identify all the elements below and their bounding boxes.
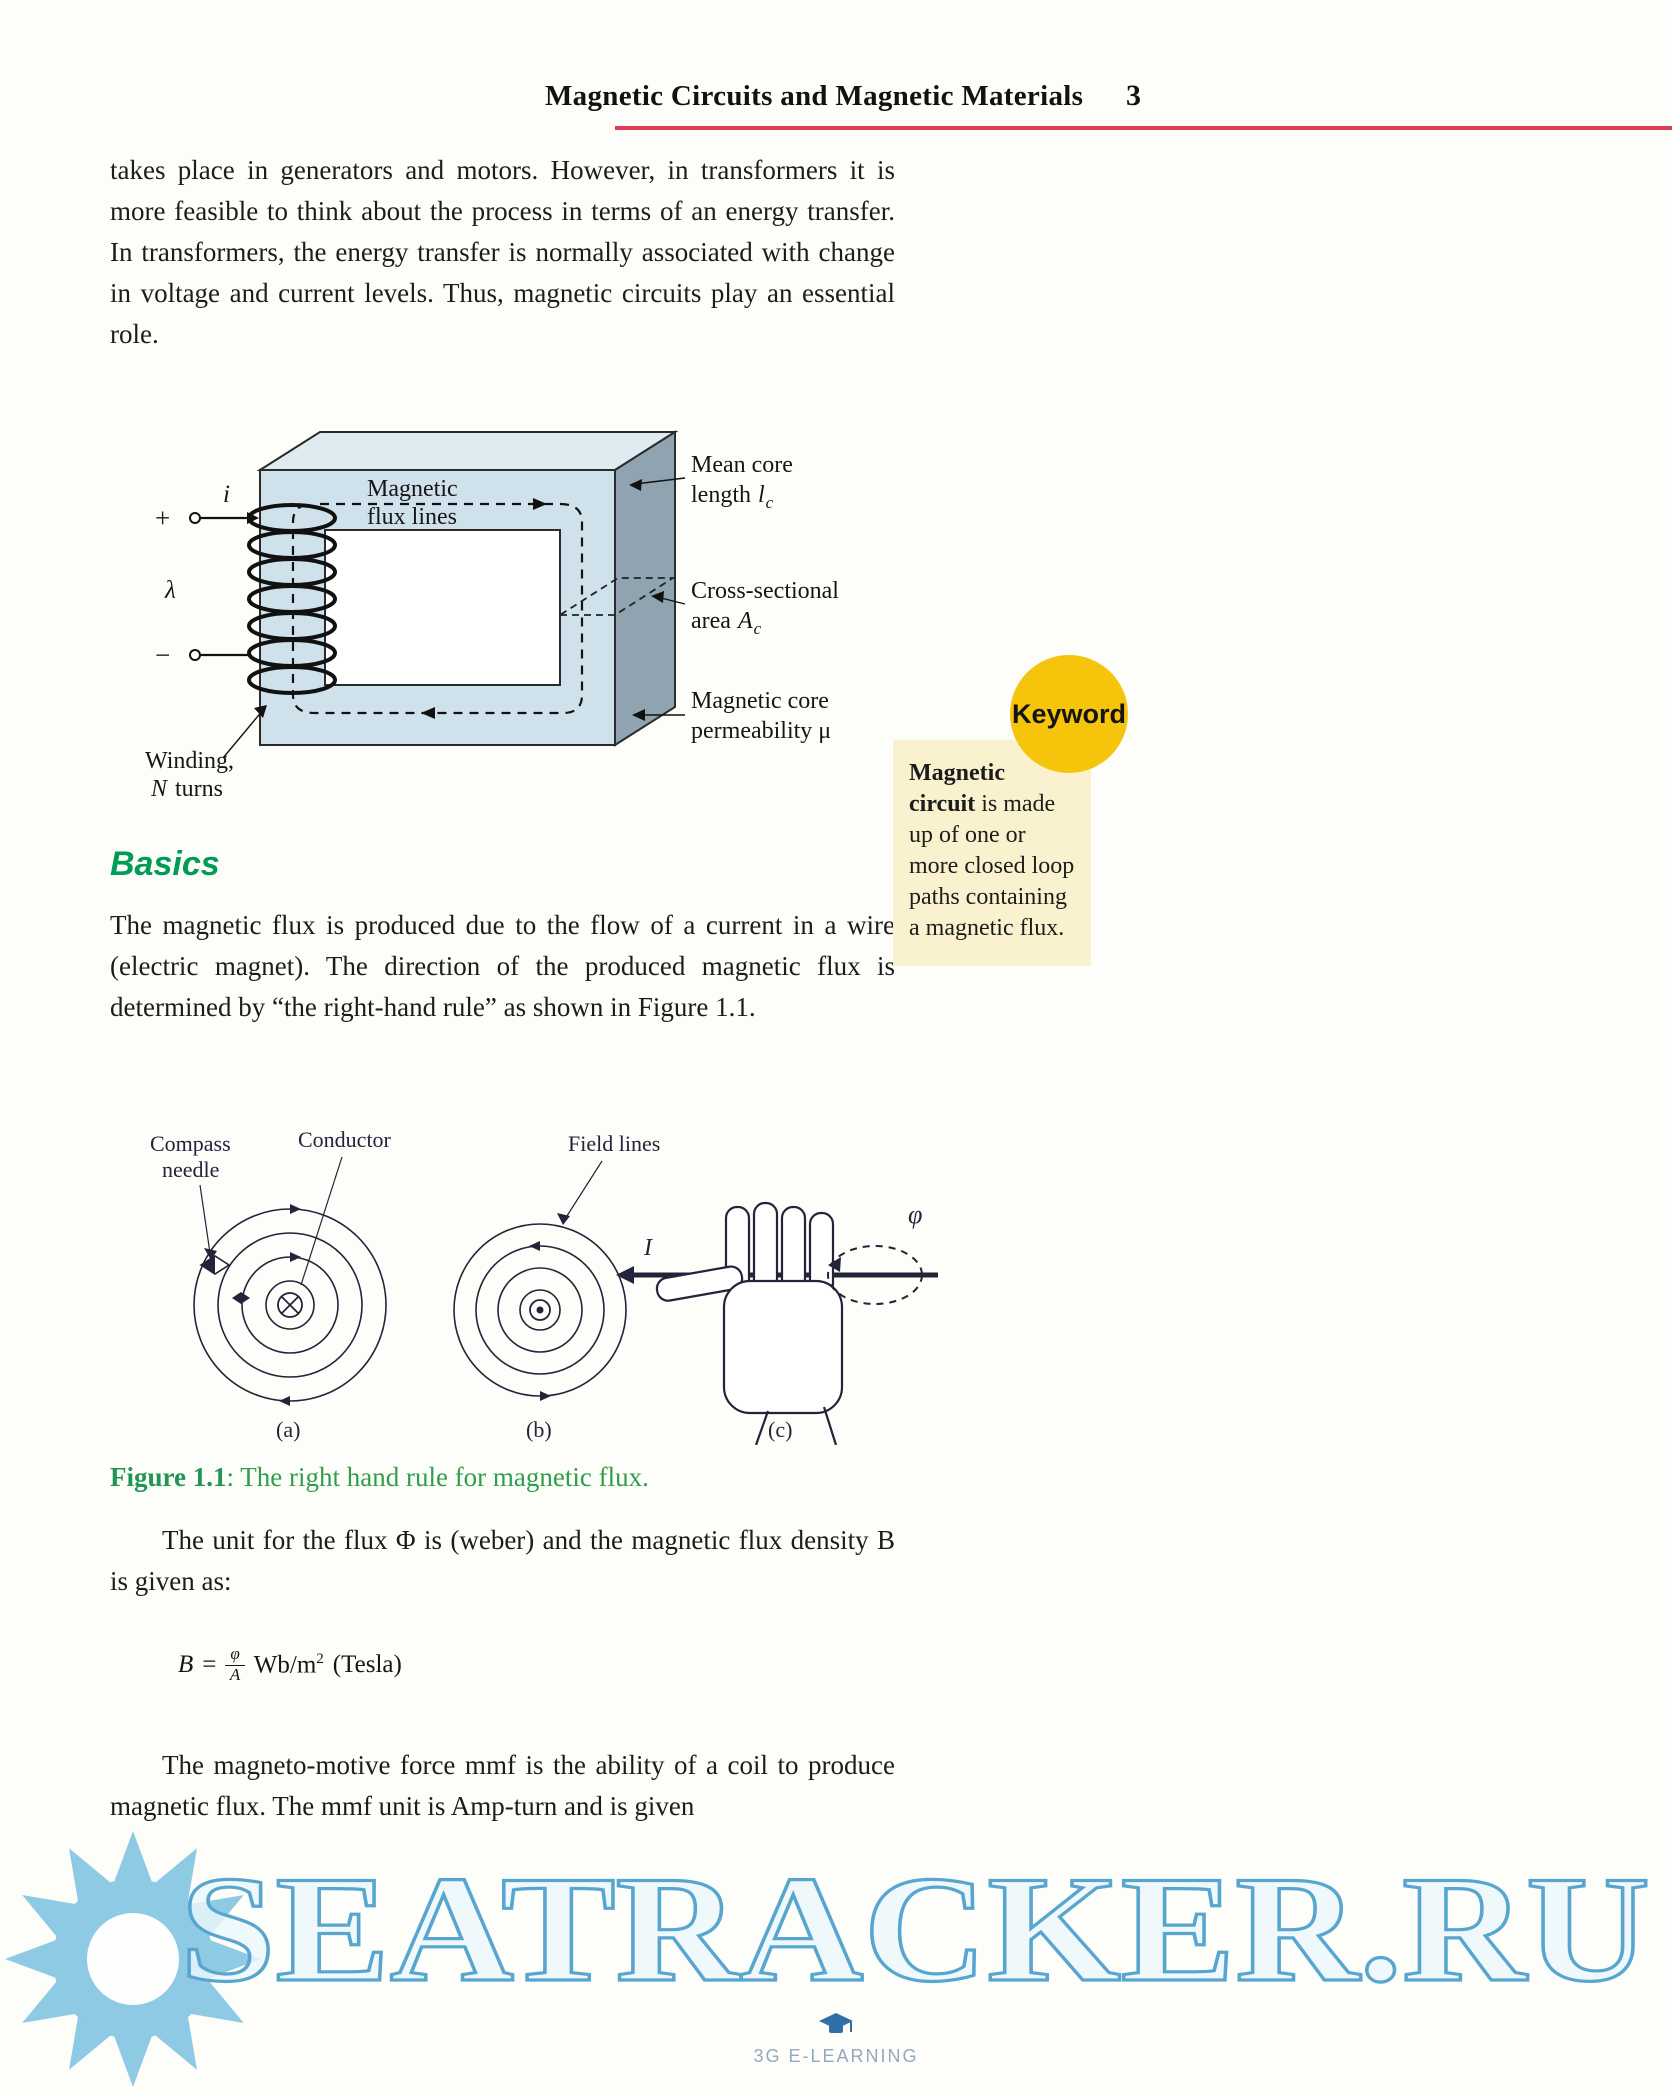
compass-label-2: needle: [162, 1157, 219, 1182]
keyword-badge-label: Keyword: [1011, 698, 1127, 729]
field-lines-arrowhead: [557, 1213, 570, 1225]
cross-section-slice: [556, 577, 677, 616]
section-heading-basics: Basics: [110, 845, 220, 883]
publisher-logo: 3G E-LEARNING: [751, 2012, 921, 2067]
watermark-sun-icon: [5, 1831, 261, 2087]
subfigure-b-label: (b): [526, 1417, 552, 1442]
flux-ellipse-arrowhead: [828, 1257, 841, 1272]
graduation-cap-icon: [819, 2013, 853, 2033]
current-symbol: i: [223, 481, 230, 508]
subfigure-b: [453, 1223, 627, 1397]
winding-pointer: [222, 709, 264, 759]
field-arrow-b2: [540, 1391, 551, 1401]
perm-arrowhead: [632, 709, 645, 721]
phi-label: φ: [908, 1200, 922, 1229]
minus-sign: −: [155, 640, 170, 670]
field-arrow-b1: [529, 1241, 540, 1251]
paragraph-flux-unit: The unit for the flux Φ is (weber) and t…: [110, 1525, 895, 1596]
compass-pointer-arrowhead: [204, 1248, 217, 1260]
publisher-logo-text: 3G E-LEARNING: [753, 2046, 919, 2066]
compass-needle-dark-half: [201, 1256, 215, 1274]
core-window: [324, 529, 561, 686]
paragraph-basics: The magnetic flux is produced due to the…: [110, 910, 895, 1022]
mean-core-label-1: Mean core: [691, 452, 793, 478]
conductor-pointer: [300, 1156, 343, 1286]
flux-density-formula: B = φ A Wb/m2 (Tesla): [178, 1644, 402, 1684]
formula-lhs: B: [178, 1650, 194, 1678]
keyword-badge: Keyword: [1010, 655, 1128, 773]
formula-fraction: φ A: [225, 1644, 245, 1684]
field-arrow-a3: [279, 1396, 290, 1406]
keyword-definition: is made up of one or more closed loop pa…: [909, 791, 1075, 941]
winding-label-1: Winding,: [145, 748, 234, 774]
formula-denominator: A: [229, 1664, 241, 1684]
figure-1-1-right-hand-rule: Compass needle Conductor (a) Field lines…: [150, 1127, 938, 1445]
figure-caption-text: : The right hand rule for magnetic flux.: [226, 1462, 649, 1492]
figure-caption: Figure 1.1: The right hand rule for magn…: [110, 1462, 649, 1493]
flux-arrow-bottom: [421, 707, 435, 719]
keyword-box: Magnetic circuit is made up of one or mo…: [893, 740, 1091, 966]
winding-arrowhead: [254, 705, 267, 718]
winding-coil: [247, 503, 337, 695]
keyword-term: Magnetic circuit: [909, 760, 1005, 817]
core-right-face: [614, 430, 676, 747]
formula-equals: =: [202, 1650, 217, 1678]
formula-unit: Wb/m2: [253, 1650, 324, 1678]
paragraph-intro: takes place in generators and motors. Ho…: [110, 155, 895, 349]
flux-arrow-top: [533, 498, 547, 510]
compass-label-1: Compass: [150, 1131, 231, 1156]
subfigure-a-label: (a): [276, 1417, 300, 1442]
right-hand-icon: [655, 1201, 844, 1445]
field-lines-pointer: [564, 1160, 603, 1220]
subfigure-c-label: (c): [768, 1417, 792, 1442]
formula-tail: (Tesla): [332, 1650, 402, 1678]
subfigure-a: [193, 1208, 387, 1402]
mean-core-arrowhead: [629, 479, 642, 491]
current-arrowhead-c: [616, 1266, 634, 1284]
cross-arrowhead: [651, 591, 664, 603]
flux-label-line2: flux lines: [367, 504, 457, 530]
terminal-plus: [189, 512, 201, 524]
perm-label-2: permeability μ: [691, 718, 831, 744]
header-rule: [615, 126, 1672, 130]
flux-ellipse-dashed: [827, 1245, 923, 1305]
page-number: 3: [1126, 79, 1141, 112]
perm-label-1: Magnetic core: [691, 688, 829, 714]
cross-label-1: Cross-sectional: [691, 578, 839, 604]
field-arrow-a1: [290, 1252, 301, 1262]
figure-caption-label: Figure 1.1: [110, 1462, 227, 1492]
field-lines-label: Field lines: [568, 1131, 660, 1156]
page-title: Magnetic Circuits and Magnetic Materials: [545, 80, 1084, 112]
flux-label-line1: Magnetic: [367, 476, 458, 502]
formula-numerator: φ: [225, 1644, 245, 1666]
mean-core-pointer: [634, 477, 686, 485]
current-arrowhead: [247, 512, 259, 524]
compass-pointer: [199, 1184, 211, 1254]
conductor-label: Conductor: [298, 1127, 392, 1152]
svg-text:SEATRACKER.RU: SEATRACKER.RU: [180, 1850, 1650, 2013]
compass-needle-small: [232, 1292, 250, 1304]
current-label-c: I: [643, 1235, 653, 1261]
flux-loop-dashed: [291, 502, 584, 715]
field-arrow-a2: [290, 1204, 301, 1214]
lambda-symbol: λ: [164, 577, 176, 604]
terminal-minus: [189, 649, 201, 661]
paragraph-mmf: The magneto-motive force mmf is the abil…: [110, 1750, 895, 1821]
plus-sign: +: [155, 503, 170, 533]
core-top-face: [256, 431, 679, 471]
